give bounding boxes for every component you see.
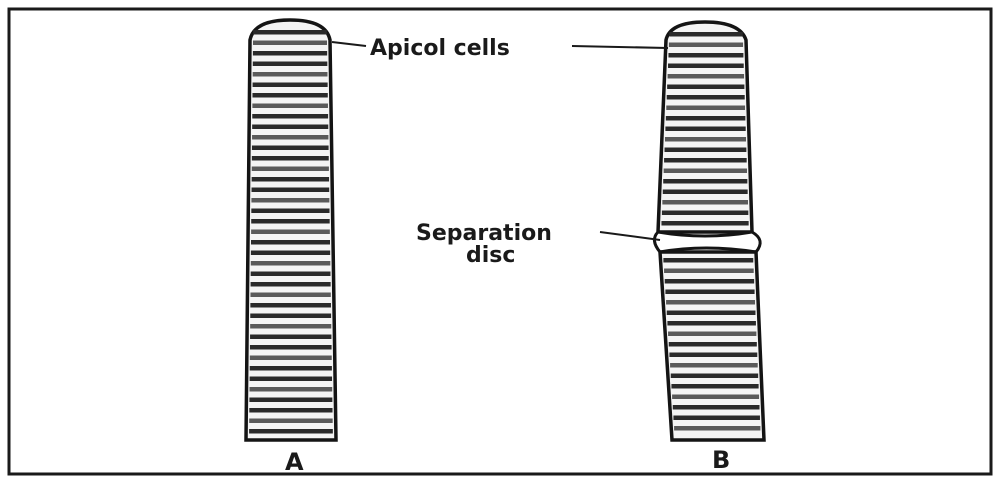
cell-band <box>668 53 743 58</box>
cell-band <box>250 314 331 319</box>
cell-band <box>252 177 329 182</box>
cell-band <box>669 353 757 358</box>
cell-band <box>253 83 328 88</box>
cell-band <box>664 269 754 274</box>
cell-band <box>673 416 760 421</box>
cell-band <box>666 106 745 111</box>
cell-band <box>249 398 332 403</box>
cell-band <box>668 74 744 79</box>
cell-band <box>673 405 760 410</box>
cell-band <box>669 32 742 37</box>
cell-band <box>250 366 332 371</box>
cell-band <box>662 211 748 216</box>
filament-b-lower <box>660 252 764 440</box>
cell-band <box>250 293 330 298</box>
cell-band <box>667 85 744 90</box>
cell-band <box>663 190 748 195</box>
cell-band <box>250 335 331 340</box>
cell-band <box>669 342 757 347</box>
cell-band <box>253 41 327 46</box>
cell-band <box>661 221 748 226</box>
filament-b-upper <box>658 22 752 232</box>
cell-band <box>665 279 754 284</box>
cell-band <box>671 374 758 379</box>
cell-band <box>251 261 331 266</box>
cell-band <box>250 377 332 382</box>
filament-a <box>246 20 336 440</box>
cell-band <box>664 158 747 163</box>
cell-band <box>251 219 329 224</box>
cell-band <box>252 156 329 161</box>
cell-band <box>665 127 745 132</box>
cell-band <box>662 200 748 205</box>
separation-disc <box>654 232 760 252</box>
cell-band <box>668 64 744 69</box>
cell-band <box>252 146 329 151</box>
filament-a-label: A <box>285 448 304 476</box>
cell-band <box>253 30 327 35</box>
cell-band <box>663 258 753 263</box>
cell-band <box>253 72 328 77</box>
cell-band <box>252 135 328 140</box>
cell-band <box>664 169 747 174</box>
cell-band <box>252 114 328 119</box>
cell-band <box>249 419 332 424</box>
cell-band <box>666 300 755 305</box>
cell-band <box>668 332 756 337</box>
cell-band <box>249 429 333 434</box>
cell-band <box>252 104 328 109</box>
cell-band <box>251 230 330 235</box>
cell-band <box>250 303 331 308</box>
cell-band <box>252 125 328 130</box>
cell-band <box>665 137 746 142</box>
cell-band <box>250 324 331 329</box>
cell-band <box>251 282 331 287</box>
cell-band <box>253 51 327 56</box>
apical-cells-label: Apicol cells <box>370 36 510 61</box>
cell-band <box>251 209 329 214</box>
cell-band <box>665 148 747 153</box>
cell-band <box>249 408 332 413</box>
cell-band <box>674 426 760 431</box>
cell-band <box>671 384 758 389</box>
cell-band <box>667 321 756 326</box>
cell-band <box>251 198 329 203</box>
cell-band <box>251 240 330 245</box>
cell-band <box>250 345 332 350</box>
cell-band <box>251 251 330 256</box>
cell-band <box>667 95 745 100</box>
cell-band <box>252 93 327 98</box>
cell-band <box>667 311 756 316</box>
cell-band <box>670 363 758 368</box>
cell-band <box>672 395 759 400</box>
filament-b-label: B <box>712 446 730 474</box>
cell-band <box>250 356 332 361</box>
cell-band <box>666 116 746 121</box>
cell-band <box>253 62 328 67</box>
cell-band <box>665 290 754 295</box>
cell-band <box>669 43 743 48</box>
cell-band <box>251 272 331 277</box>
cell-band <box>250 387 333 392</box>
cell-band <box>252 167 329 172</box>
cell-band <box>252 188 330 193</box>
separation-disc-label-line2: disc <box>466 243 515 268</box>
cell-band <box>663 179 747 184</box>
